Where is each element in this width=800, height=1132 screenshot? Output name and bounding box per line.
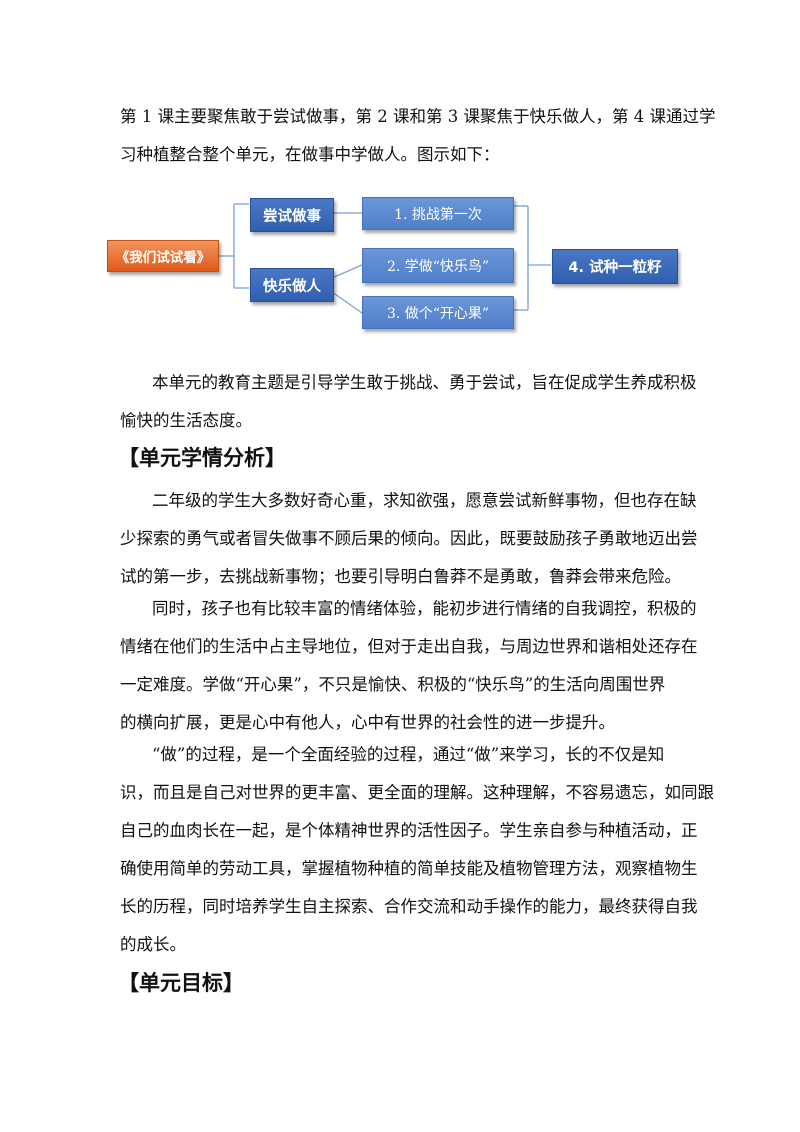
text-line: 确使用简单的劳动工具，掌握植物种植的简单技能及植物管理方法，观察植物生 xyxy=(120,859,698,878)
analysis-paragraph-1: 二年级的学生大多数好奇心重，求知欲强，愿意尝试新鲜事物，但也存在缺 少探索的勇气… xyxy=(120,482,698,596)
lesson-node-1: 1. 挑战第一次 xyxy=(362,197,514,230)
root-node: 《我们试试看》 xyxy=(107,240,219,272)
text-line: 本单元的教育主题是引导学生敢于挑战、勇于尝试，旨在促成学生养成积极 xyxy=(152,373,697,392)
intro-paragraph: 第 1 课主要聚焦敢于尝试做事，第 2 课和第 3 课聚焦于快乐做人，第 4 课… xyxy=(120,98,716,174)
text-line: 愉快的生活态度。 xyxy=(120,411,252,430)
analysis-paragraph-3: “做”的过程，是一个全面经验的过程，通过“做”来学习，长的不仅是知 识，而且是自… xyxy=(120,736,714,964)
text-line: 一定难度。学做“开心果”，不只是愉快、积极的“快乐鸟”的生活向周围世界 xyxy=(120,675,666,694)
analysis-paragraph-2: 同时，孩子也有比较丰富的情绪体验，能初步进行情绪的自我调控，积极的 情绪在他们的… xyxy=(120,590,698,742)
text-line: 自己的血肉长在一起，是个体精神世界的活性因子。学生亲自参与种植活动，正 xyxy=(120,821,698,840)
text-line: 同时，孩子也有比较丰富的情绪体验，能初步进行情绪的自我调控，积极的 xyxy=(152,599,697,618)
text-line: 少探索的勇气或者冒失做事不顾后果的倾向。因此，既要鼓励孩子勇敢地迈出尝 xyxy=(120,529,698,548)
text-line: 第 1 课主要聚焦敢于尝试做事，第 2 课和第 3 课聚焦于快乐做人，第 4 课… xyxy=(120,107,716,126)
text-line: 的成长。 xyxy=(120,935,186,954)
text-line: 二年级的学生大多数好奇心重，求知欲强，愿意尝试新鲜事物，但也存在缺 xyxy=(152,491,697,510)
text-line: 的横向扩展，更是心中有他人，心中有世界的社会性的进一步提升。 xyxy=(120,713,615,732)
branch-node-try: 尝试做事 xyxy=(250,198,334,232)
section-heading-analysis: 【单元学情分析】 xyxy=(118,446,286,470)
text-line: “做”的过程，是一个全面经验的过程，通过“做”来学习，长的不仅是知 xyxy=(152,745,665,764)
text-line: 情绪在他们的生活中占主导地位，但对于走出自我，与周边世界和谐相处还存在 xyxy=(120,637,698,656)
text-line: 长的历程，同时培养学生自主探索、合作交流和动手操作的能力，最终获得自我 xyxy=(120,897,698,916)
text-line: 试的第一步，去挑战新事物；也要引导明白鲁莽不是勇敢，鲁莽会带来危险。 xyxy=(120,567,681,586)
final-lesson-node: 4. 试种一粒籽 xyxy=(552,249,678,284)
lesson-node-2: 2. 学做“快乐鸟” xyxy=(362,248,514,283)
lesson-node-3: 3. 做个“开心果” xyxy=(362,296,514,329)
text-line: 习种植整合整个单元，在做事中学做人。图示如下： xyxy=(120,145,500,164)
branch-node-happy: 快乐做人 xyxy=(250,268,334,302)
text-line: 识，而且是自己对世界的更丰富、更全面的理解。这种理解，不容易遗忘，如同跟 xyxy=(120,783,714,802)
section-heading-goals: 【单元目标】 xyxy=(118,971,244,995)
theme-paragraph: 本单元的教育主题是引导学生敢于挑战、勇于尝试，旨在促成学生养成积极 愉快的生活态… xyxy=(120,364,697,440)
